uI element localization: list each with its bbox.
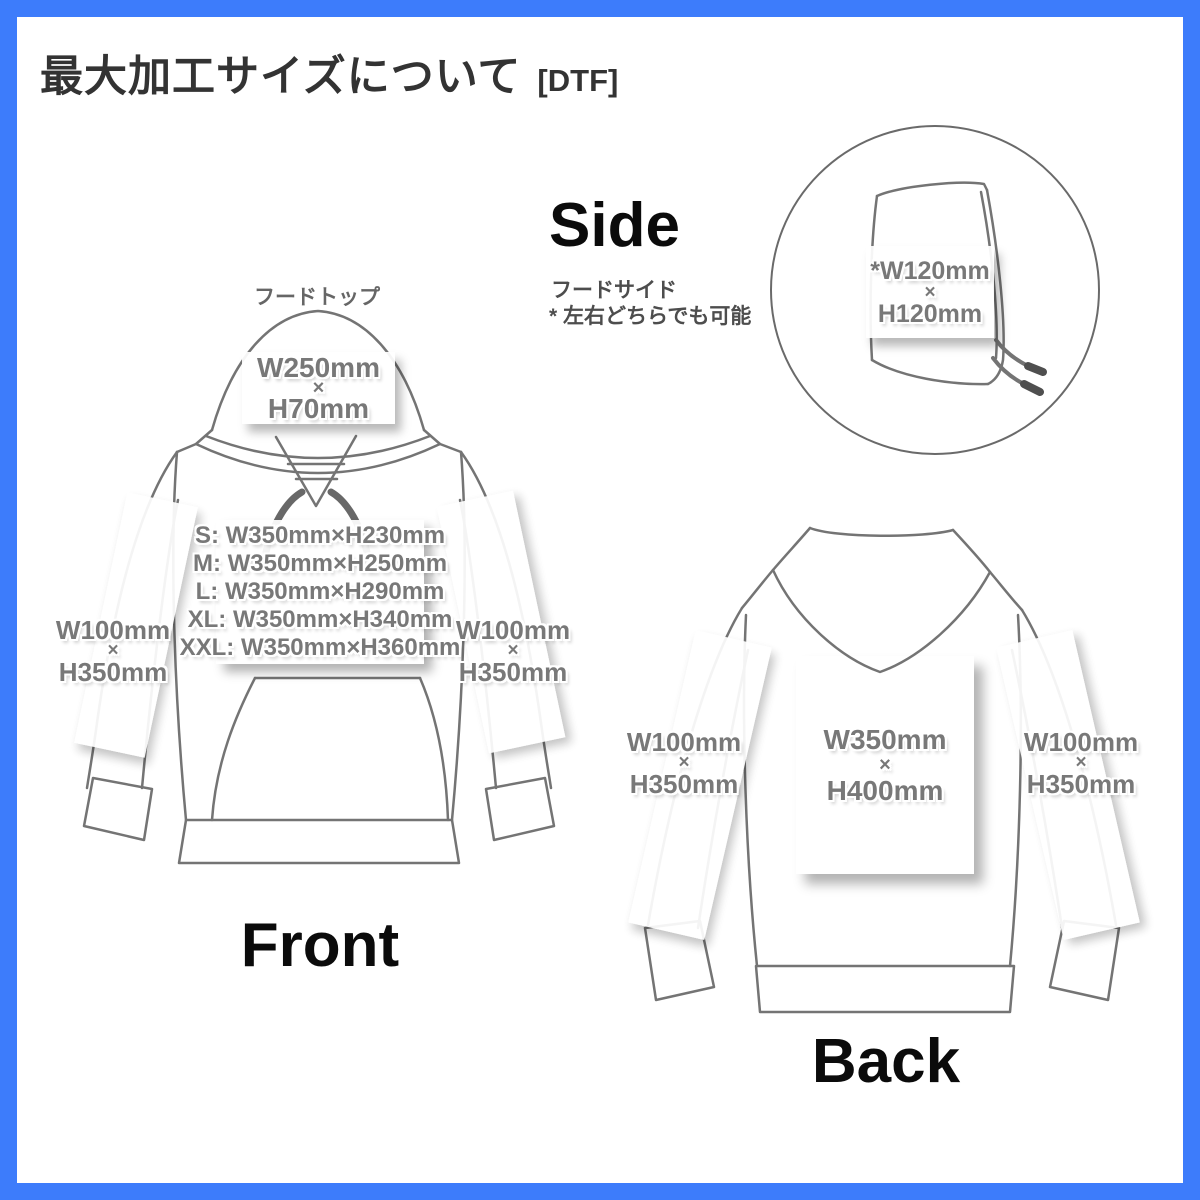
height-value: H400mm [826,775,944,806]
page-header: 最大加工サイズについて [DTF] [40,42,618,104]
chest-size-m: M: W350mm×H250mm [192,550,448,577]
front-left-sleeve-size: W100mm × H350mm [55,615,171,687]
side-note: * 左右どちらでも可能 [549,305,752,328]
back-view-label: Back [811,1027,961,1096]
times-symbol: × [678,752,690,773]
width-value: *W120mm [870,256,990,285]
front-view-label: Front [240,911,400,980]
side-view-label: Side [549,191,680,260]
front-sleeve-print-areas [74,490,566,758]
width-value: W250mm [257,351,380,383]
height-value: H350mm [1026,769,1136,799]
side-hood-print-size: *W120mm × H120mm [870,258,990,327]
back-body-print-size: W350mm × H400mm [823,724,947,806]
width-value: W100mm [455,615,571,645]
side-caption: フードサイド [551,279,677,302]
front-hood-print-size: W250mm × H70mm [257,351,380,424]
times-symbol: × [1075,752,1087,773]
front-hood-print-area: W250mm × H70mm [242,352,395,424]
width-value: W100mm [626,727,742,757]
height-value: H350mm [58,657,168,687]
times-symbol: × [924,281,936,303]
back-right-sleeve-size: W100mm × H350mm [1023,727,1139,799]
times-symbol: × [312,376,325,399]
front-right-sleeve-size: W100mm × H350mm [455,615,571,687]
width-value: W100mm [1023,727,1139,757]
back-body-print-area: W350mm × H400mm [796,656,974,874]
times-symbol: × [879,754,891,776]
side-hood-print-area: *W120mm × H120mm [866,246,994,338]
page-title: 最大加工サイズについて [40,53,522,101]
width-value: W100mm [55,615,171,645]
chest-size-xl: XL: W350mm×H340mm [187,606,453,633]
back-sleeve-print-areas [628,630,1140,940]
height-value: H350mm [458,657,568,687]
front-hood-caption: フードトップ [254,286,380,309]
width-value: W350mm [823,724,947,755]
page-title-tag: [DTF] [537,63,619,98]
height-value: H70mm [267,392,370,424]
chest-size-s: S: W350mm×H230mm [194,522,446,549]
chest-size-l: L: W350mm×H290mm [195,578,445,605]
height-value: H120mm [877,299,983,328]
times-symbol: × [107,640,119,661]
front-chest-print-area: S: W350mm×H230mm M: W350mm×H250mm L: W35… [180,520,460,664]
chest-size-xxl: XXL: W350mm×H360mm [179,634,461,661]
back-left-sleeve-size: W100mm × H350mm [626,727,742,799]
height-value: H350mm [629,769,739,799]
times-symbol: × [507,640,519,661]
